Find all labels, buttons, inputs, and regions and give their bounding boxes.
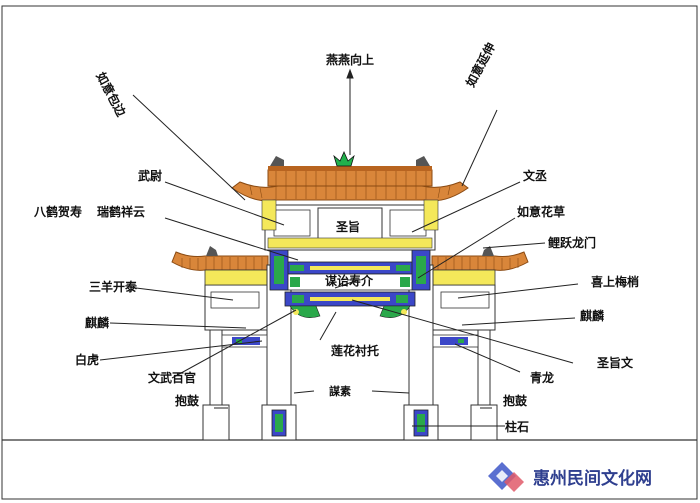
main-roof-tiles bbox=[249, 171, 451, 199]
leader-ruyi-left bbox=[132, 94, 246, 201]
main-roof-upper bbox=[267, 169, 433, 187]
left-roof-tiles bbox=[181, 257, 263, 270]
left-ridge-beast-icon bbox=[206, 246, 218, 256]
right-main-ridge-beast-icon bbox=[416, 156, 430, 166]
left-capital-inner bbox=[274, 256, 284, 284]
label-liyue: 鲤跃龙门 bbox=[547, 235, 596, 250]
right-base-inner bbox=[417, 414, 425, 432]
left-side-roof bbox=[171, 251, 269, 271]
leader-door-right bbox=[371, 390, 410, 394]
right-tie-ornament bbox=[440, 337, 468, 345]
label-moyi: 谋诒寿介 bbox=[325, 273, 374, 288]
watermark-logo-icon bbox=[488, 462, 524, 492]
leader-sanyang bbox=[127, 286, 234, 301]
label-shengzhiwen: 圣旨文 bbox=[596, 355, 634, 370]
archway bbox=[171, 151, 529, 441]
watermark-text: 惠州民间文化网 bbox=[533, 468, 652, 489]
right-upper-bracket bbox=[423, 199, 439, 231]
label-door-text: 謀素 bbox=[329, 384, 351, 398]
leader-wuwei bbox=[164, 181, 285, 226]
leader-moyi bbox=[334, 279, 359, 289]
label-xishang: 喜上梅梢 bbox=[591, 274, 639, 289]
leader-xishang bbox=[457, 283, 579, 299]
leader-ruyi-right bbox=[461, 109, 498, 187]
drum-right bbox=[470, 404, 498, 441]
crown-icon bbox=[333, 151, 355, 167]
leader-qinglong bbox=[454, 343, 521, 373]
leader-ruihe bbox=[164, 217, 299, 261]
leader-wencheng bbox=[411, 181, 521, 233]
right-roof-tiles bbox=[437, 257, 519, 270]
watermark: 惠州民间文化网 bbox=[488, 462, 652, 492]
leader-door-left bbox=[293, 390, 315, 394]
left-roof-bracket bbox=[204, 269, 268, 286]
label-bahe: 八鹤贺寿 bbox=[33, 204, 82, 219]
label-baihu: 白虎 bbox=[75, 352, 99, 367]
drum-left bbox=[202, 404, 230, 441]
label-sanyang: 三羊开泰 bbox=[89, 279, 138, 294]
right-capital-inner bbox=[416, 256, 426, 284]
label-qinglong: 青龙 bbox=[530, 370, 554, 385]
left-base-inner bbox=[275, 414, 283, 432]
label-qilin-left: 麒麟 bbox=[85, 315, 110, 330]
leader-baihu bbox=[99, 340, 263, 361]
left-wing-panel bbox=[210, 291, 260, 309]
right-roof-bracket bbox=[432, 269, 496, 286]
right-tie-dot bbox=[458, 339, 464, 343]
beam-green-ornaments bbox=[290, 265, 410, 303]
leader-ruyi-flower bbox=[417, 217, 516, 279]
upper-body-band bbox=[267, 237, 433, 249]
leader-lianhua bbox=[319, 311, 337, 341]
leader-liyue bbox=[482, 242, 546, 249]
right-lotus-dot bbox=[401, 309, 407, 315]
label-zhushi: 柱石 bbox=[505, 419, 529, 434]
label-wenwu: 文武百官 bbox=[148, 370, 196, 385]
right-wing-panel bbox=[440, 291, 490, 309]
left-tie-ornament bbox=[232, 337, 260, 345]
label-swallows: 燕燕向上 bbox=[326, 52, 374, 67]
leader-shengzhiwen bbox=[351, 299, 574, 364]
leader-qilin-right bbox=[461, 317, 576, 326]
left-lotus-dot bbox=[293, 309, 299, 315]
label-shengzhi: 圣旨 bbox=[335, 219, 360, 234]
leader-qilin-left bbox=[109, 322, 247, 329]
left-main-ridge-beast-icon bbox=[270, 156, 284, 166]
leader-wenwu bbox=[171, 309, 297, 379]
left-lotus-corbel bbox=[289, 305, 321, 318]
arrowhead-swallows-icon bbox=[346, 68, 354, 79]
label-wencheng: 文丞 bbox=[523, 168, 547, 183]
wencheng-panel bbox=[389, 209, 427, 237]
label-ruyi-flower: 如意花草 bbox=[517, 204, 565, 219]
label-lianhua: 莲花衬托 bbox=[331, 343, 379, 358]
label-baogu-left: 抱鼓 bbox=[175, 393, 200, 408]
label-qilin-right: 麒麟 bbox=[580, 308, 605, 323]
beam-yellow-ornaments bbox=[310, 266, 390, 301]
left-upper-bracket bbox=[261, 199, 277, 231]
main-ridge bbox=[268, 166, 432, 171]
label-wuwei: 武尉 bbox=[138, 168, 162, 183]
leader-lines bbox=[99, 68, 579, 427]
right-side-roof bbox=[431, 251, 529, 271]
label-ruihe: 瑞鹤祥云 bbox=[97, 204, 145, 219]
label-baogu-right: 抱鼓 bbox=[503, 393, 528, 408]
wuwei-panel bbox=[273, 209, 311, 237]
right-ridge-beast-icon bbox=[482, 246, 494, 256]
